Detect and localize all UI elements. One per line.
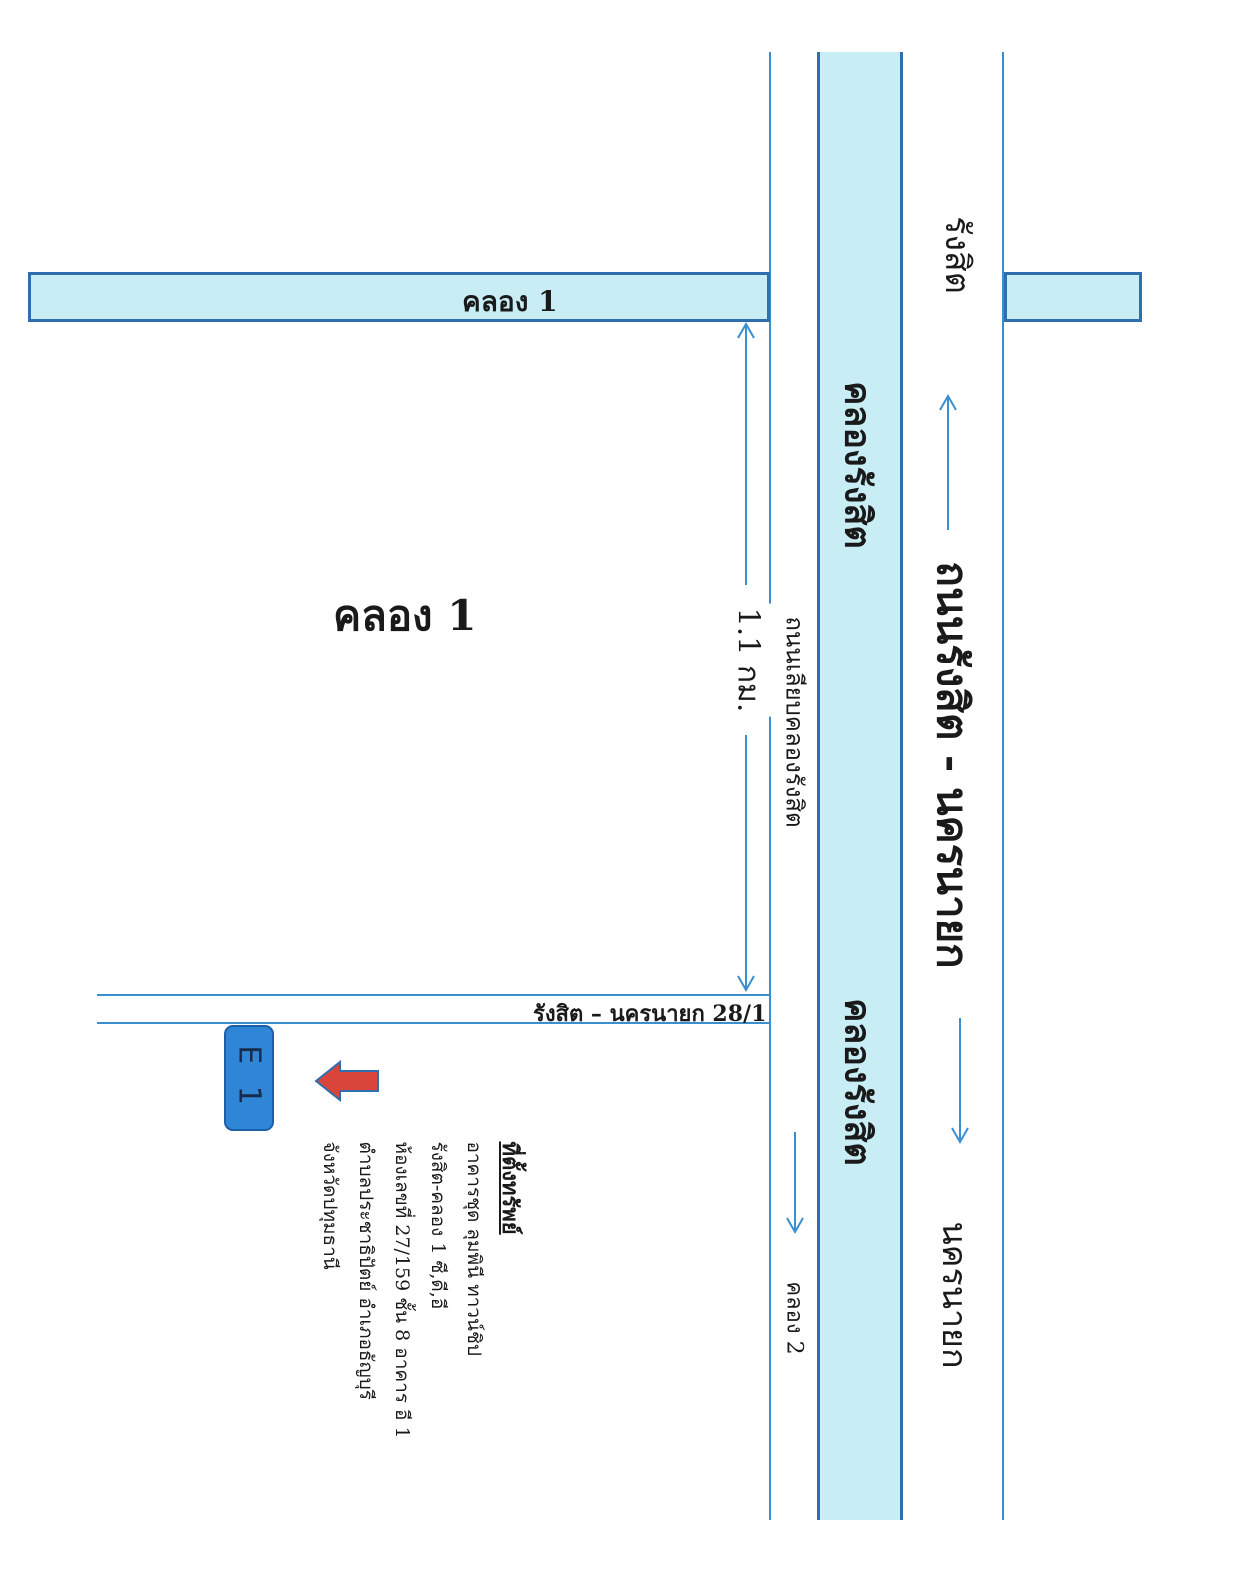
frontage-road-edge-line bbox=[769, 52, 771, 1520]
e1-marker-label: E 1 bbox=[231, 1045, 267, 1111]
side-road-label: รังสิต – นครนายก 28/1 bbox=[533, 1001, 767, 1027]
left-arrow-icon bbox=[314, 1059, 379, 1103]
address-line: จังหวัดปทุมธานี bbox=[319, 1141, 341, 1270]
arrow-up-icon bbox=[939, 393, 957, 411]
distance-label: 1.1 กม. bbox=[724, 603, 772, 717]
canal-1-left bbox=[28, 272, 770, 322]
canal-rangsit-label-2: คลองรังสิต bbox=[836, 998, 879, 1166]
rangsit-label: รังสิต bbox=[937, 216, 977, 294]
address-line: รังสิต-คลอง 1 ซี,ดี,อี bbox=[427, 1141, 449, 1310]
nakhon-nayok-label: นครนายก bbox=[934, 1221, 974, 1369]
address-title: ที่ตั้งทรัพย์ bbox=[497, 1141, 523, 1235]
arrow-down-icon bbox=[951, 1127, 969, 1145]
side-road-bottom-line bbox=[97, 1022, 771, 1024]
canal-1-right bbox=[1004, 272, 1142, 322]
canal-2-label: คลอง 2 bbox=[781, 1281, 807, 1355]
canal-rangsit-label-1: คลองรังสิต bbox=[836, 381, 879, 549]
main-road-label: ถนนรังสิต - นครนายก bbox=[928, 561, 977, 969]
main-road-edge-line bbox=[1002, 52, 1004, 1520]
frontage-road-label: ถนนเลียบคลองรังสิต bbox=[780, 616, 809, 828]
e1-marker: E 1 bbox=[224, 1025, 274, 1131]
canal-1-top-label: คลอง 1 bbox=[462, 285, 558, 318]
property-address-block: ที่ตั้งทรัพย์ อาคารชุด ลุมพินี ทาวน์ชิป … bbox=[312, 1141, 528, 1438]
address-line: ตำบลประชาธิปัตย์ อำเภอธัญบุรี bbox=[355, 1141, 377, 1400]
distance-arrow-head-top bbox=[737, 321, 755, 339]
side-road-top-line bbox=[97, 994, 771, 996]
canal-1-area-label: คลอง 1 bbox=[333, 591, 477, 640]
distance-arrow-head-bottom bbox=[737, 975, 755, 993]
frontage-arrow-icon bbox=[786, 1217, 804, 1235]
address-line: ห้องเลขที่ 27/159 ชั้น 8 อาคาร อี 1 bbox=[391, 1141, 413, 1439]
address-line: อาคารชุด ลุมพินี ทาวน์ชิป bbox=[463, 1141, 485, 1356]
canal-rangsit bbox=[817, 52, 903, 1520]
